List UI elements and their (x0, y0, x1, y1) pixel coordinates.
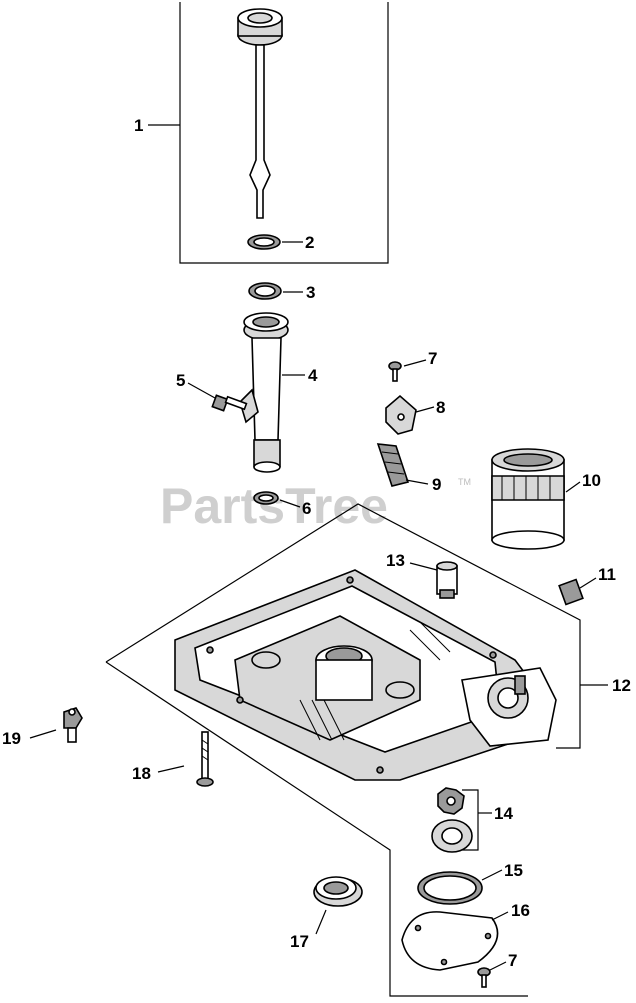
callout-19: 19 (2, 729, 21, 748)
watermark-text: PartsTree (160, 478, 388, 534)
callout-1: 1 (134, 116, 143, 135)
dipstick-group-bracket (179, 2, 389, 264)
callout-17: 17 (290, 932, 309, 951)
callout-12: 12 (612, 676, 631, 695)
partstree-watermark: PartsTree TM (160, 477, 471, 534)
oil-filter-part-10 (491, 448, 565, 550)
oil-seal-part-17 (313, 876, 363, 907)
callout-7-top: 7 (428, 349, 437, 368)
o-ring-part-15 (417, 871, 483, 905)
callout-18: 18 (132, 764, 151, 783)
callout-13: 13 (386, 551, 405, 570)
watermark-trademark: TM (458, 477, 471, 487)
dipstick-part (237, 8, 283, 219)
seal-ring-part-3 (248, 282, 282, 300)
screw-part-7-bottom (477, 967, 491, 988)
filler-tube-part-4 (239, 312, 289, 473)
o-ring-part-6 (253, 491, 279, 505)
leader-lines (29, 124, 608, 971)
callout-2: 2 (305, 233, 314, 252)
bolt-part-18 (196, 731, 214, 787)
screw-part-7-top (388, 361, 402, 382)
callout-7-bottom: 7 (508, 951, 517, 970)
callout-14: 14 (494, 804, 513, 823)
fitting-part-11 (558, 578, 584, 606)
callout-16: 16 (511, 901, 530, 920)
callout-8: 8 (436, 398, 445, 417)
pump-gear-part-14 (431, 787, 479, 853)
cover-plate-part-16 (401, 911, 499, 971)
callout-3: 3 (306, 283, 315, 302)
plate-part-8 (385, 394, 417, 435)
lower-group-bracket (105, 661, 528, 997)
oil-pan-group-bracket (105, 503, 581, 749)
callout-15: 15 (504, 861, 523, 880)
callout-9: 9 (432, 475, 441, 494)
bolt-part-5 (211, 394, 248, 412)
callout-labels: 1 2 3 4 5 6 7 8 9 10 11 12 13 14 15 16 7… (2, 116, 631, 970)
adapter-part-13 (436, 561, 458, 599)
sensor-part-19 (63, 707, 83, 743)
o-ring-part-2 (247, 234, 281, 250)
gear-group-bracket (462, 789, 479, 851)
callout-10: 10 (582, 471, 601, 490)
callout-5: 5 (176, 371, 185, 390)
screen-part-9 (376, 443, 410, 487)
callout-6: 6 (302, 499, 311, 518)
oil-pan-part-12 (105, 503, 581, 781)
callout-4: 4 (308, 366, 318, 385)
callout-11: 11 (598, 565, 616, 584)
